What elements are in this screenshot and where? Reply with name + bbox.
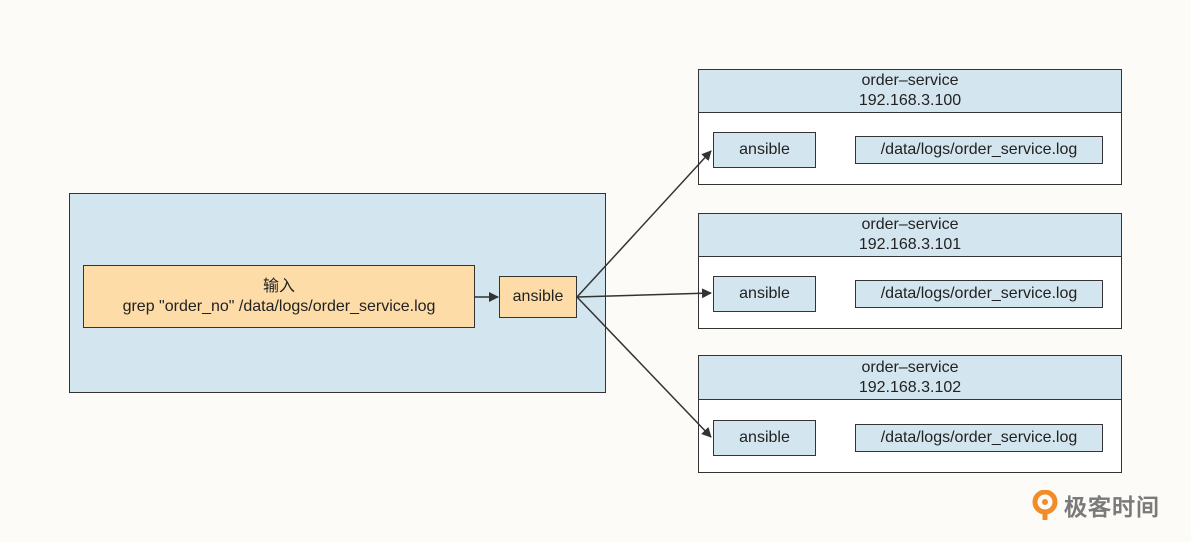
input-command-box: 输入 grep "order_no" /data/logs/order_serv… xyxy=(83,265,475,328)
brand-text: 极客时间 xyxy=(1064,495,1160,521)
server-header: order–service 192.168.3.100 xyxy=(699,70,1121,113)
server-ansible-box: ansible xyxy=(713,420,816,456)
server-ip: 192.168.3.101 xyxy=(858,236,962,253)
client-ansible-box: ansible xyxy=(499,276,577,318)
server-container: order–service 192.168.3.102 ansible /dat… xyxy=(698,355,1122,473)
server-name: order–service xyxy=(861,358,959,376)
log-file-path: /data/logs/order_service.log xyxy=(880,141,1078,158)
client-ansible-label: ansible xyxy=(512,288,564,305)
log-file-box: /data/logs/order_service.log xyxy=(855,280,1103,308)
server-ansible-box: ansible xyxy=(713,132,816,168)
server-container: order–service 192.168.3.100 ansible /dat… xyxy=(698,69,1122,185)
input-title: 输入 xyxy=(262,277,295,295)
server-ansible-label: ansible xyxy=(739,141,790,158)
server-ip: 192.168.3.100 xyxy=(858,92,962,109)
log-file-box: /data/logs/order_service.log xyxy=(855,136,1103,164)
server-header: order–service 192.168.3.101 xyxy=(699,214,1121,257)
input-command: grep "order_no" /data/logs/order_service… xyxy=(122,297,436,315)
server-header: order–service 192.168.3.102 xyxy=(699,356,1121,400)
log-file-path: /data/logs/order_service.log xyxy=(880,429,1078,446)
server-ansible-box: ansible xyxy=(713,276,816,312)
geektime-logo-icon xyxy=(1032,490,1058,520)
server-name: order–service xyxy=(861,72,959,89)
server-ansible-label: ansible xyxy=(739,429,790,446)
server-ip: 192.168.3.102 xyxy=(858,378,962,396)
brand-watermark: 极客时间 xyxy=(1032,488,1160,522)
log-file-path: /data/logs/order_service.log xyxy=(880,285,1078,302)
server-container: order–service 192.168.3.101 ansible /dat… xyxy=(698,213,1122,329)
server-name: order–service xyxy=(861,216,959,233)
log-file-box: /data/logs/order_service.log xyxy=(855,424,1103,452)
server-ansible-label: ansible xyxy=(739,285,790,302)
